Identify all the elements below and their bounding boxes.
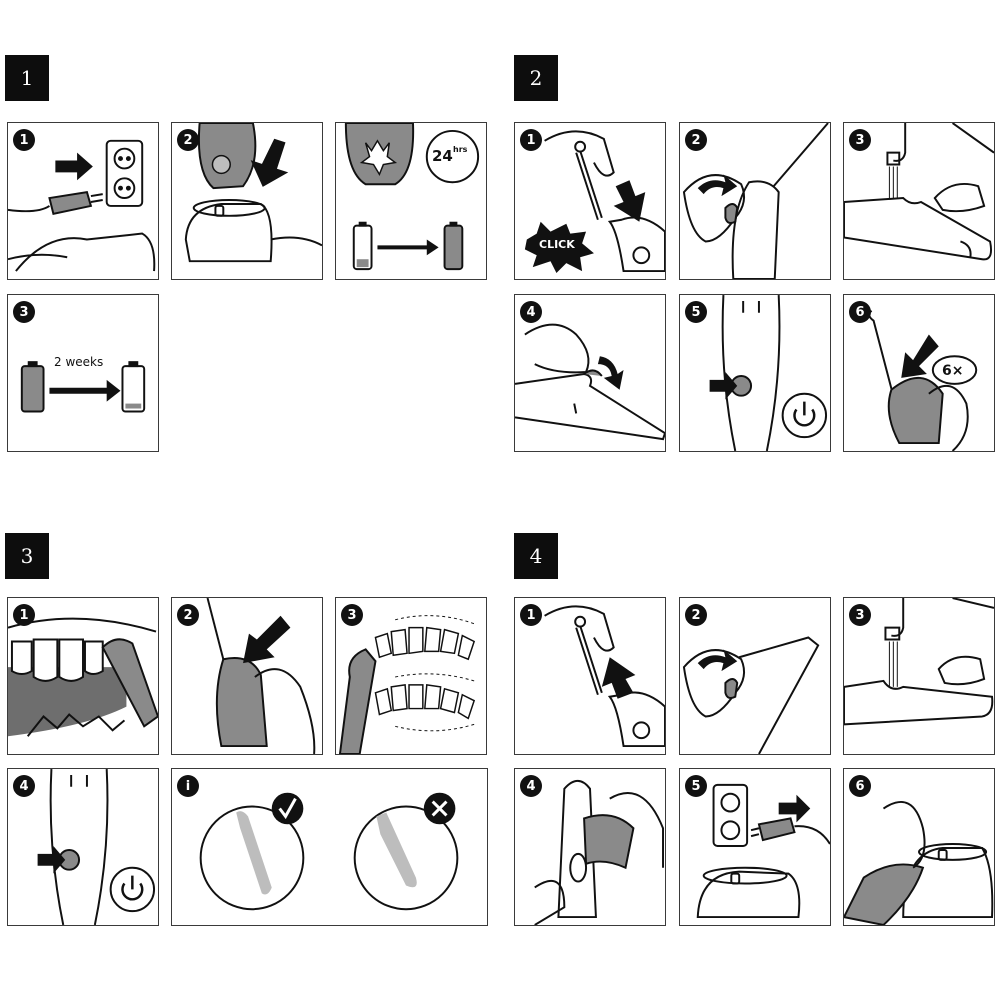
step-number: 6 xyxy=(849,301,871,323)
battery-icon xyxy=(20,365,45,413)
battery-two-weeks-illustration xyxy=(20,361,146,413)
s3-panel-4: 4 xyxy=(7,768,159,926)
teeth-cleaning-illustration xyxy=(338,615,476,754)
s1-panel-2: 2 xyxy=(171,122,323,280)
battery-icon xyxy=(443,224,464,271)
s4-panel-1: 1 xyxy=(514,597,666,755)
step-number: 5 xyxy=(685,775,707,797)
wall-socket-icon xyxy=(712,783,749,847)
s2-panel-3: 3 xyxy=(843,122,995,280)
step-number: 2 xyxy=(177,604,199,626)
check-icon xyxy=(271,792,304,825)
arrow-icon xyxy=(243,615,291,664)
step-number: 6 xyxy=(849,775,871,797)
arrow-icon xyxy=(37,846,66,874)
s2-panel-4: 4 xyxy=(514,294,666,452)
s2-panel-1: 1 CLICK xyxy=(514,122,666,280)
correct-incorrect-usage-illustration xyxy=(199,792,459,911)
section-1-badge: 1 xyxy=(5,55,49,101)
plug-icon xyxy=(48,191,93,215)
step-number: 3 xyxy=(849,604,871,626)
arrow-icon xyxy=(697,649,738,672)
s4-panel-2: 2 xyxy=(679,597,831,755)
press-power-illustration xyxy=(709,295,828,451)
s2-panel-5: 5 xyxy=(679,294,831,452)
hours-value: 24 xyxy=(432,147,453,165)
open-reservoir-illustration xyxy=(682,123,829,279)
s3-panel-3: 3 xyxy=(335,597,487,755)
arrow-icon xyxy=(597,356,624,390)
step-number: i xyxy=(177,775,199,797)
step-number: 2 xyxy=(685,129,707,151)
arrow-icon xyxy=(697,174,738,197)
wipe-charger-illustration xyxy=(844,800,994,925)
hold-handle-illustration xyxy=(206,598,316,754)
s1-panel-4: 3 2 weeks xyxy=(7,294,159,452)
s4-panel-5: 5 xyxy=(679,768,831,926)
arrow-icon xyxy=(613,180,646,222)
arrow-icon xyxy=(778,794,811,823)
hours-unit: hrs xyxy=(453,145,468,154)
s3-panel-1: 1 xyxy=(7,597,159,755)
arrow-icon xyxy=(250,138,289,187)
section-2-badge: 2 xyxy=(514,55,558,101)
s3-panel-2: 2 xyxy=(171,597,323,755)
rinse-reservoir-illustration xyxy=(844,598,994,726)
open-reservoir-illustration-2 xyxy=(682,636,820,754)
unplug-charger-illustration xyxy=(696,783,830,919)
s1-panel-3: 24 hrs xyxy=(335,122,487,280)
plug-icon xyxy=(757,817,796,842)
place-on-charger-illustration xyxy=(184,123,322,263)
duration-label: 2 weeks xyxy=(54,355,104,369)
wall-socket-icon xyxy=(105,139,144,207)
step-number: 4 xyxy=(520,301,542,323)
arrow-icon xyxy=(901,334,939,378)
s2-panel-2: 2 xyxy=(679,122,831,280)
click-label: CLICK xyxy=(539,238,575,251)
arrow-icon xyxy=(55,152,93,181)
attach-nozzle-illustration xyxy=(524,130,665,274)
press-power-illustration-2 xyxy=(37,769,156,925)
remove-nozzle-illustration xyxy=(544,605,665,748)
s2-panel-6: 6 6× xyxy=(843,294,995,452)
step-number: 1 xyxy=(13,604,35,626)
section-4-badge: 4 xyxy=(514,533,558,579)
step-number: 4 xyxy=(13,775,35,797)
step-number: 4 xyxy=(520,775,542,797)
s3-panel-5: i xyxy=(171,768,488,926)
charge-24h-illustration xyxy=(344,123,480,271)
power-icon xyxy=(793,401,816,427)
section-3-badge: 3 xyxy=(5,533,49,579)
s4-panel-3: 3 xyxy=(843,597,995,755)
repeat-press-illustration xyxy=(868,310,978,451)
arrow-icon xyxy=(601,657,636,699)
fill-reservoir-tap-illustration xyxy=(844,123,994,261)
step-number: 2 xyxy=(177,129,199,151)
repeat-count: 6× xyxy=(942,363,964,379)
step-number: 1 xyxy=(13,129,35,151)
step-number: 5 xyxy=(685,301,707,323)
s4-panel-4: 4 xyxy=(514,768,666,926)
arrow-icon xyxy=(377,239,439,256)
wipe-handle-illustration xyxy=(534,779,665,925)
plug-into-socket-illustration xyxy=(8,139,156,272)
arrow-icon xyxy=(49,379,121,402)
close-reservoir-illustration xyxy=(515,323,665,441)
power-icon xyxy=(121,875,144,901)
arrow-icon xyxy=(709,372,738,400)
step-number: 1 xyxy=(520,129,542,151)
s1-panel-1: 1 xyxy=(7,122,159,280)
step-number: 3 xyxy=(13,301,35,323)
step-number: 2 xyxy=(685,604,707,626)
step-number: 1 xyxy=(520,604,542,626)
step-number: 3 xyxy=(849,129,871,151)
nozzle-in-mouth-illustration xyxy=(8,617,158,737)
s4-panel-6: 6 xyxy=(843,768,995,926)
step-number: 3 xyxy=(341,604,363,626)
